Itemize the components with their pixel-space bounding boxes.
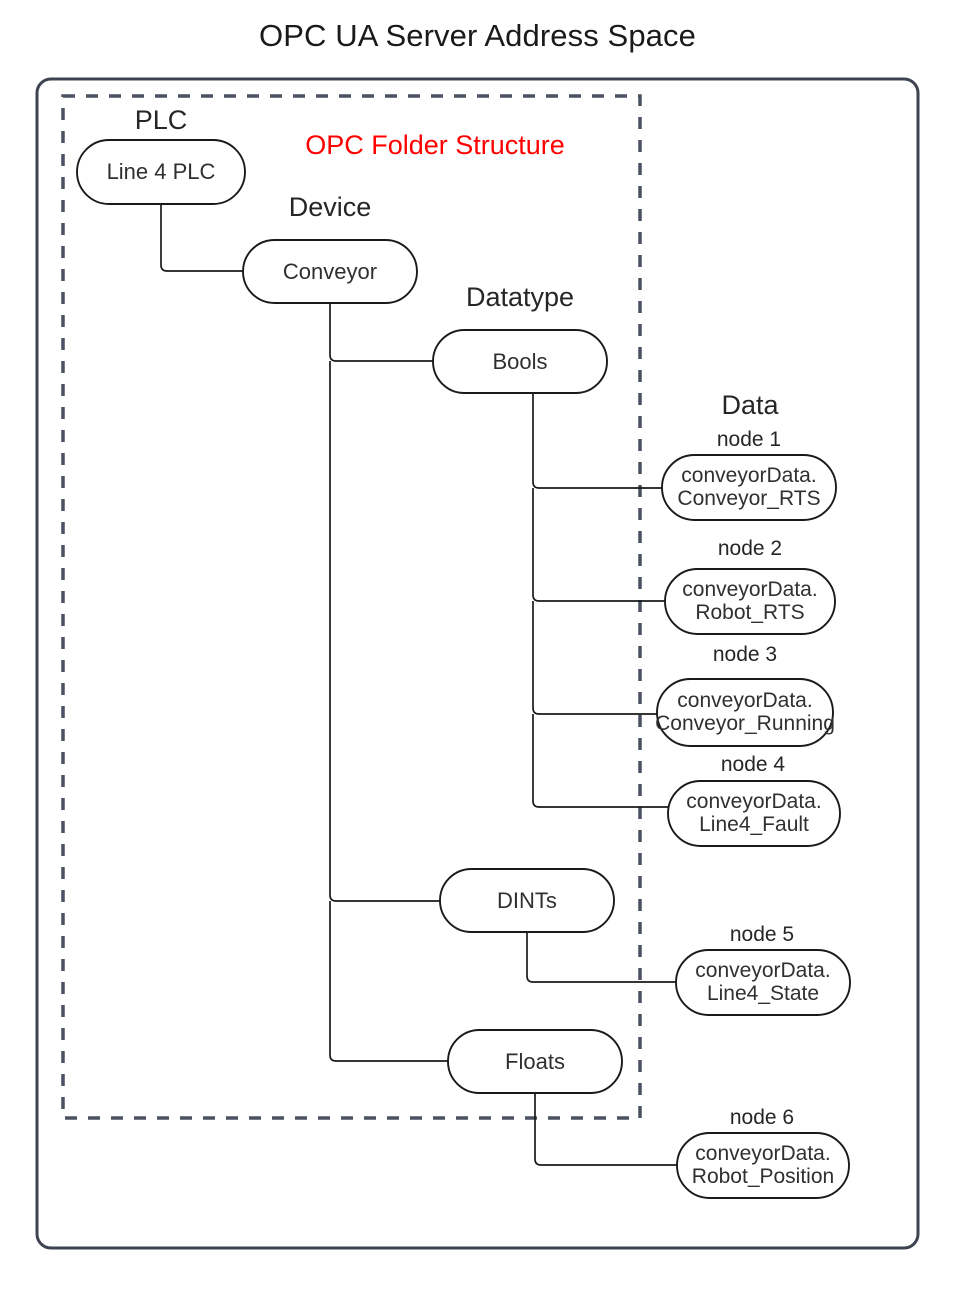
connector-bools-to-node3: [532, 601, 657, 715]
node-box-1[interactable]: [661, 454, 837, 521]
connector-conveyor-to-bools: [329, 302, 433, 362]
label-datatype: Datatype: [465, 282, 575, 312]
caption-node-1: node 1: [716, 428, 782, 451]
node-floats[interactable]: [447, 1029, 623, 1094]
connector-bools-to-node1: [532, 392, 662, 489]
connector-dints-to-node5: [526, 932, 676, 983]
caption-node-3: node 3: [712, 643, 778, 666]
node-box-6[interactable]: [676, 1132, 850, 1199]
page-title: OPC UA Server Address Space: [259, 18, 696, 53]
label-plc: PLC: [134, 105, 188, 135]
opc-folder-boundary: [61, 94, 642, 1120]
connector-bools-to-node2: [532, 488, 665, 602]
node-box-4[interactable]: [667, 780, 841, 847]
node-dints[interactable]: [439, 868, 615, 933]
node-line-4-plc[interactable]: [76, 139, 246, 205]
label-device: Device: [288, 192, 372, 222]
node-box-2[interactable]: [664, 568, 836, 635]
connector-plc-to-conveyor: [160, 204, 243, 272]
connector-floats-to-node6: [534, 1093, 677, 1166]
node-box-5[interactable]: [675, 949, 851, 1016]
connector-conveyor-to-floats: [329, 901, 448, 1062]
outer-frame: [35, 77, 920, 1250]
label-data: Data: [721, 390, 779, 420]
connector-bools-to-node4: [532, 714, 668, 808]
connector-conveyor-to-dints: [329, 361, 440, 902]
caption-node-6: node 6: [729, 1106, 795, 1129]
caption-node-4: node 4: [720, 753, 786, 776]
node-box-3[interactable]: [656, 678, 834, 747]
caption-node-5: node 5: [729, 923, 795, 946]
caption-node-2: node 2: [717, 537, 783, 560]
node-bools[interactable]: [432, 329, 608, 394]
label-opc-folder-structure: OPC Folder Structure: [305, 130, 565, 160]
node-conveyor[interactable]: [242, 239, 418, 304]
